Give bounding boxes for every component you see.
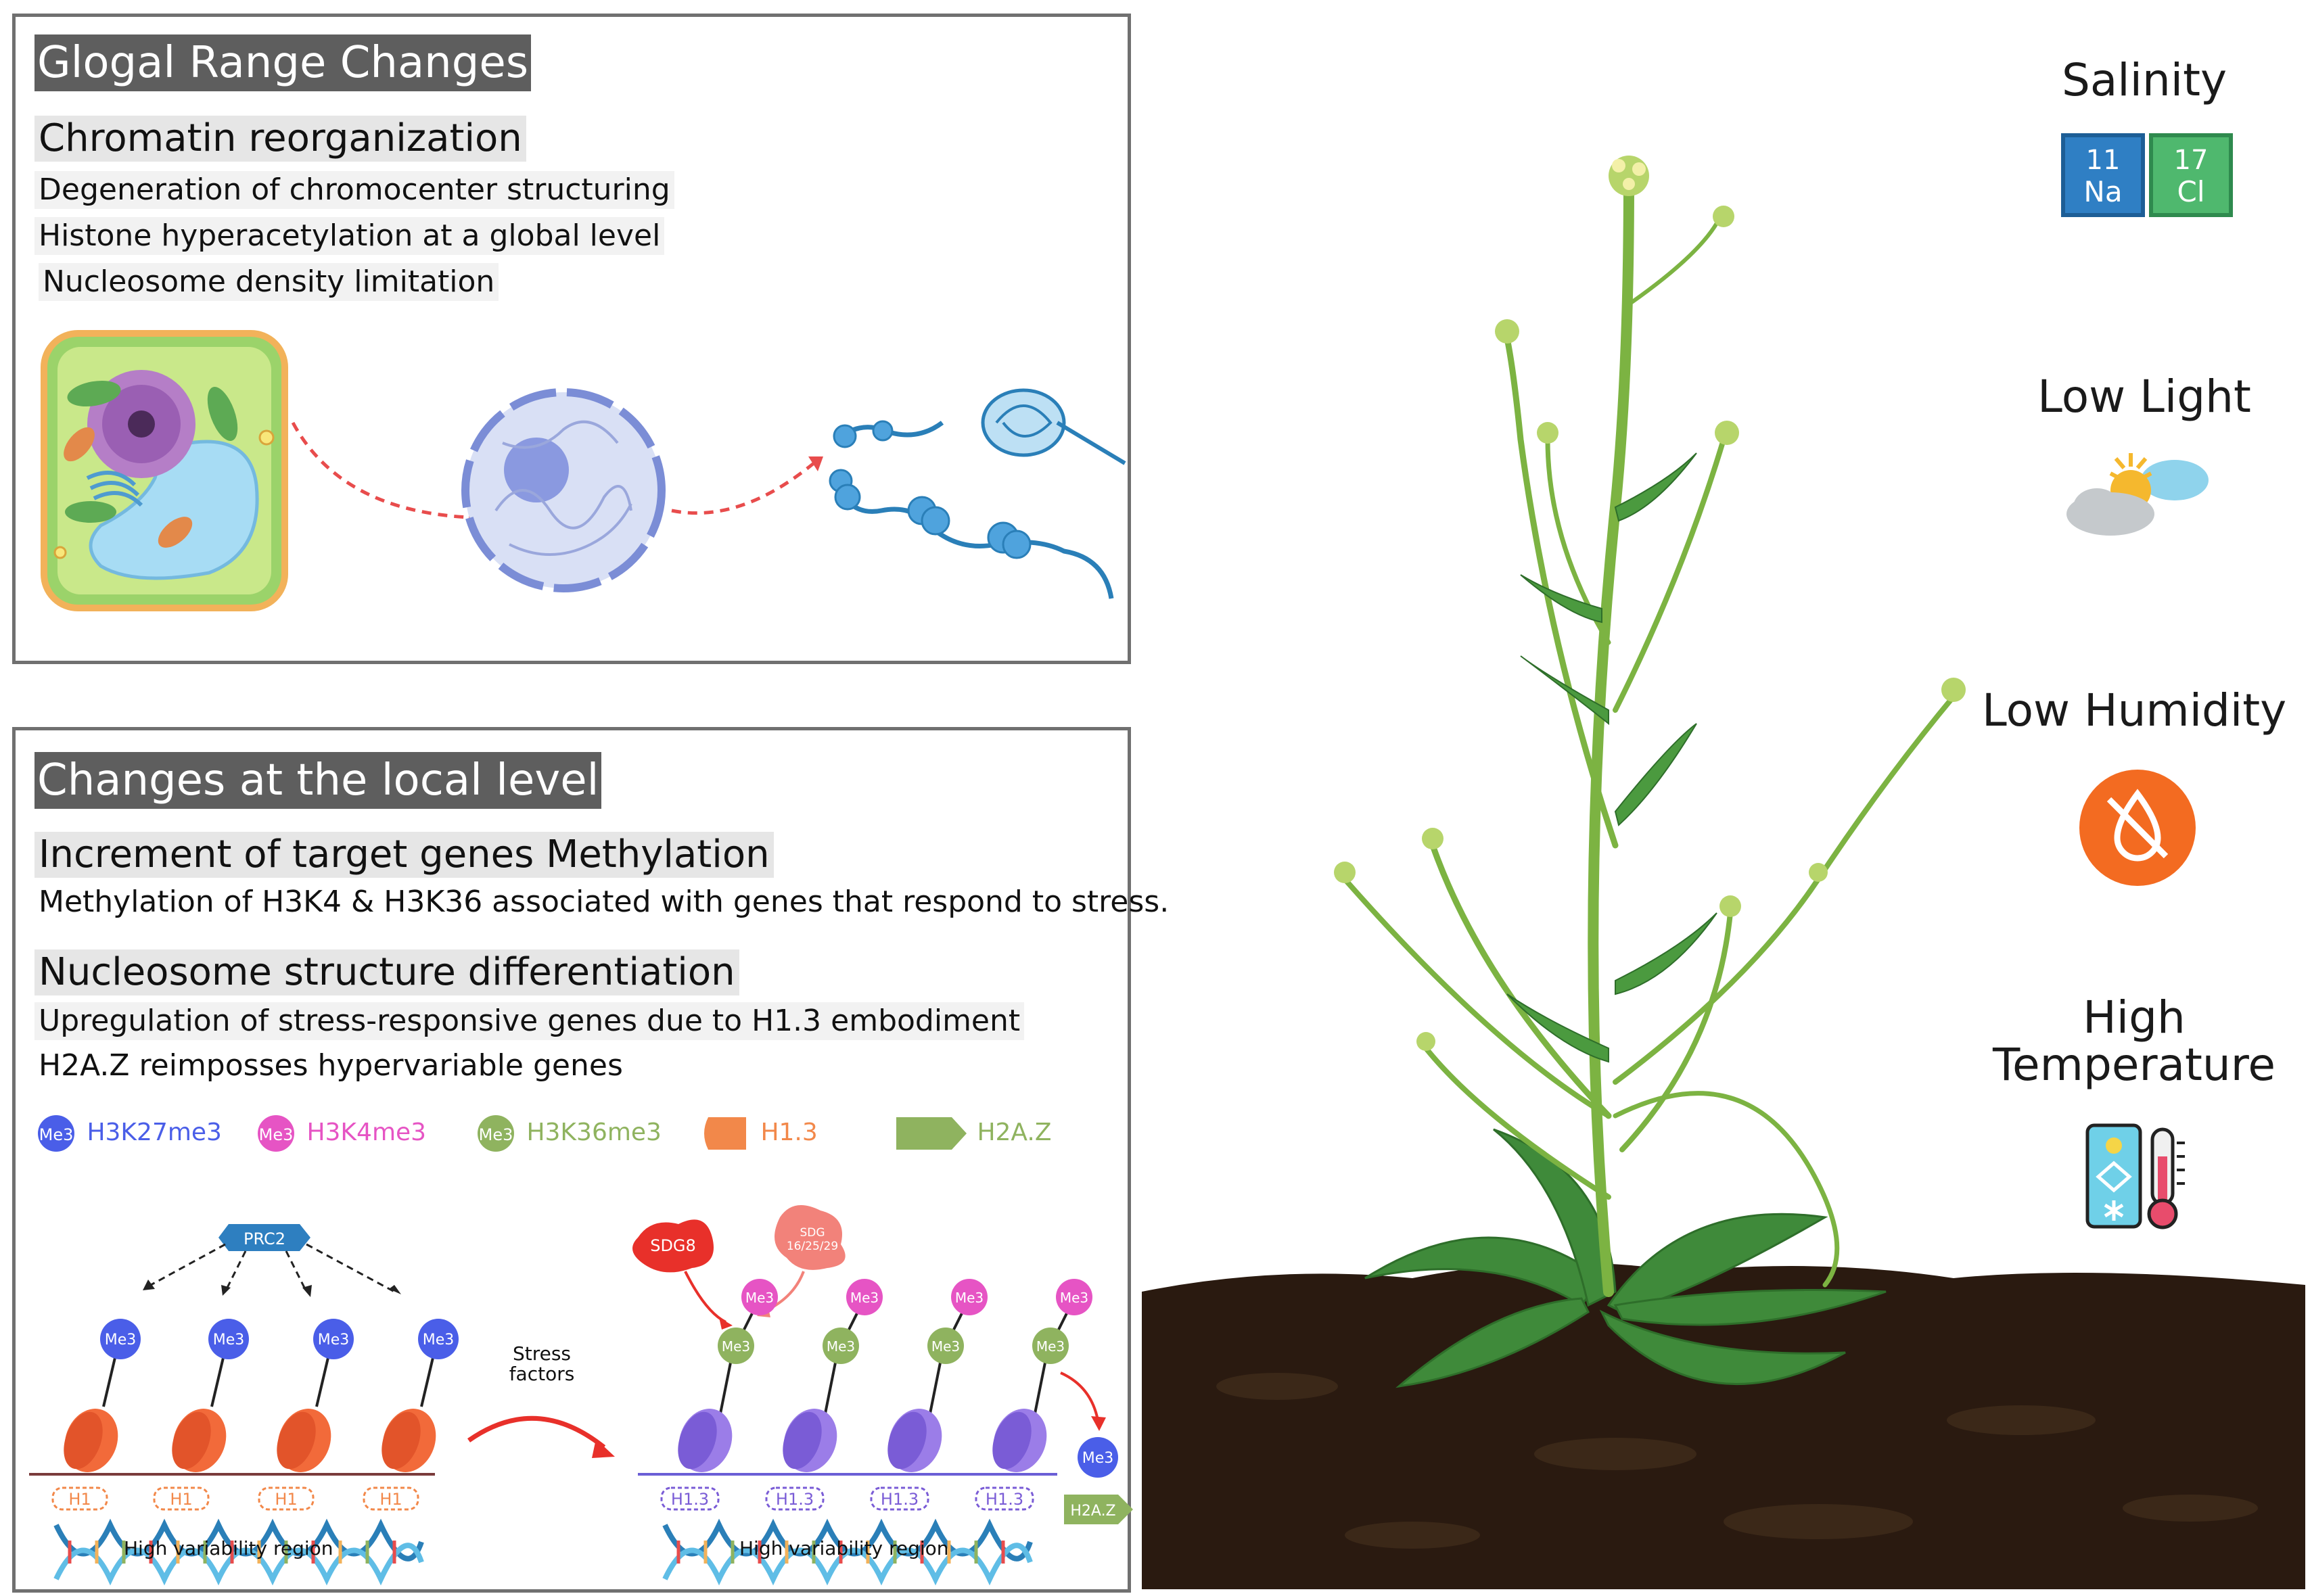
region-label-left: High variability region (124, 1537, 333, 1559)
stress-low-light: Low Light (2023, 373, 2266, 421)
h1-tag: H1 (68, 1490, 91, 1509)
no-water-drop-icon (2079, 770, 2196, 886)
h1-nucleosome-2: Me3 (172, 1319, 249, 1472)
local-section2-title: Nucleosome structure differentiation (34, 949, 739, 995)
h1-tag: H1 (275, 1490, 297, 1509)
stress-high-temperature: High Temperature (1989, 994, 2280, 1089)
me3-text: Me3 (1082, 1450, 1114, 1467)
legend-badge: Me3 (39, 1125, 74, 1144)
legend-label: H3K36me3 (526, 1119, 662, 1146)
legend-h3k36me3: Me3 H3K36me3 (476, 1114, 662, 1152)
na-number: 11 (2086, 145, 2121, 176)
me3-text: Me3 (1036, 1338, 1065, 1355)
stressed-chromatin-diagram: SDG8 SDG 16/25/29 Me3 Me3 Me3 (632, 1205, 1133, 1586)
global-changes-panel: Glogal Range Changes Chromatin reorganiz… (12, 14, 1131, 664)
global-subtitle: Chromatin reorganization (34, 116, 526, 162)
me3-text: Me3 (105, 1332, 137, 1348)
legend-h13: H1.3 (699, 1114, 818, 1152)
me3-text: Me3 (955, 1290, 984, 1306)
nucleus-illustration (461, 388, 666, 592)
plant-cell-illustration (41, 330, 288, 611)
me3-text: Me3 (213, 1332, 245, 1348)
h13-nucleosome-4: Me3 Me3 (992, 1279, 1092, 1472)
me3-text: Me3 (850, 1290, 879, 1306)
h13-nucleosome-3: Me3 Me3 (887, 1279, 988, 1472)
high-temp-label-1: High (2083, 991, 2186, 1043)
high-temp-label-2: Temperature (1992, 1039, 2276, 1091)
salt-element-tiles-icon: 11 Na 17 Cl (2061, 133, 2233, 217)
region-label-right: High variability region (739, 1537, 949, 1559)
h1-tag: H1 (379, 1490, 402, 1509)
h1-nucleosome-1: Me3 (64, 1319, 141, 1472)
h1-nucleosome-4: Me3 (382, 1319, 459, 1472)
local-changes-panel: Changes at the local level Increment of … (12, 727, 1169, 1593)
h1-tag: H1 (170, 1490, 192, 1509)
sdg-multi-label-2: 16/25/29 (787, 1240, 838, 1253)
prc2-label: PRC2 (244, 1229, 285, 1248)
h13-shape-icon (704, 1117, 746, 1150)
legend-label: H3K4me3 (306, 1119, 427, 1146)
stress-arrow (467, 1415, 615, 1458)
local-section2-line-2: H2A.Z reimposses hypervariable genes (39, 1048, 623, 1083)
global-line-2: Histone hyperacetylation at a global lev… (34, 217, 665, 255)
salinity-label: Salinity (2061, 54, 2227, 106)
legend-h3k27me3: Me3 H3K27me3 (36, 1114, 222, 1152)
thermometer-icon (2085, 1123, 2185, 1229)
legend-h2az: H2A.Z (895, 1114, 1052, 1152)
sdg8-label: SDG8 (650, 1236, 696, 1255)
legend-label: H2A.Z (977, 1119, 1052, 1146)
h13-tag: H1.3 (986, 1490, 1023, 1509)
h13-nucleosome-1: Me3 Me3 (678, 1279, 778, 1472)
legend-label: H3K27me3 (87, 1119, 222, 1146)
stress-salinity: Salinity (2023, 57, 2266, 104)
h2az-tag: H2A.Z (1070, 1503, 1115, 1520)
local-section1-title: Increment of target genes Methylation (34, 832, 774, 878)
legend-label: H1.3 (760, 1119, 818, 1146)
sun-cloud-icon (2066, 453, 2209, 536)
h13-tag: H1.3 (881, 1490, 919, 1509)
stress-low-humidity: Low Humidity (1982, 687, 2286, 734)
legend-badge: Me3 (259, 1125, 294, 1144)
me3-text: Me3 (827, 1338, 855, 1355)
me3-text: Me3 (745, 1290, 774, 1306)
arrow-nucleus-to-chromatin (671, 456, 823, 515)
me3-text: Me3 (423, 1332, 455, 1348)
me3-text: Me3 (318, 1332, 350, 1348)
me3-text: Me3 (931, 1338, 960, 1355)
h13-tag: H1.3 (671, 1490, 709, 1509)
local-section2-line-1: Upregulation of stress-responsive genes … (34, 1002, 1025, 1040)
local-title: Changes at the local level (34, 752, 602, 809)
na-symbol: Na (2083, 175, 2122, 208)
baseline-chromatin-diagram: PRC2 Me3 Me3 Me3 (29, 1224, 459, 1586)
low-light-label: Low Light (2037, 371, 2251, 423)
local-section1-text: Methylation of H3K4 & H3K36 associated w… (39, 885, 1170, 919)
me3-text: Me3 (722, 1338, 750, 1355)
me3-pink-icon: Me3 (258, 1115, 294, 1152)
chromatin-fiber-illustration (829, 388, 1126, 599)
me3-blue-icon: Me3 (38, 1115, 74, 1152)
low-humidity-label: Low Humidity (1982, 684, 2287, 736)
h2az-arrow-icon (896, 1117, 967, 1150)
global-line-1: Degeneration of chromocenter structuring (34, 171, 674, 209)
legend-h3k4me3: Me3 H3K4me3 (256, 1114, 426, 1152)
stress-factors-label-2: factors (509, 1363, 575, 1385)
global-title: Glogal Range Changes (34, 34, 532, 91)
h13-nucleosome-2: Me3 Me3 (783, 1279, 883, 1472)
h1-nucleosome-3: Me3 (277, 1319, 354, 1472)
me3-text: Me3 (1060, 1290, 1088, 1306)
legend-badge: Me3 (479, 1125, 513, 1144)
dna-helix-1 (53, 1518, 424, 1586)
cl-symbol: Cl (2177, 175, 2205, 208)
stress-factors-label-1: Stress (512, 1342, 572, 1365)
arabidopsis-plant-image (1142, 156, 2305, 1589)
sdg-multi-label-1: SDG (800, 1226, 825, 1240)
global-line-3: Nucleosome density limitation (39, 263, 499, 301)
dna-helix-2 (662, 1518, 1033, 1586)
me3-green-icon: Me3 (478, 1115, 514, 1152)
h13-tag: H1.3 (776, 1490, 814, 1509)
cl-number: 17 (2174, 145, 2209, 176)
